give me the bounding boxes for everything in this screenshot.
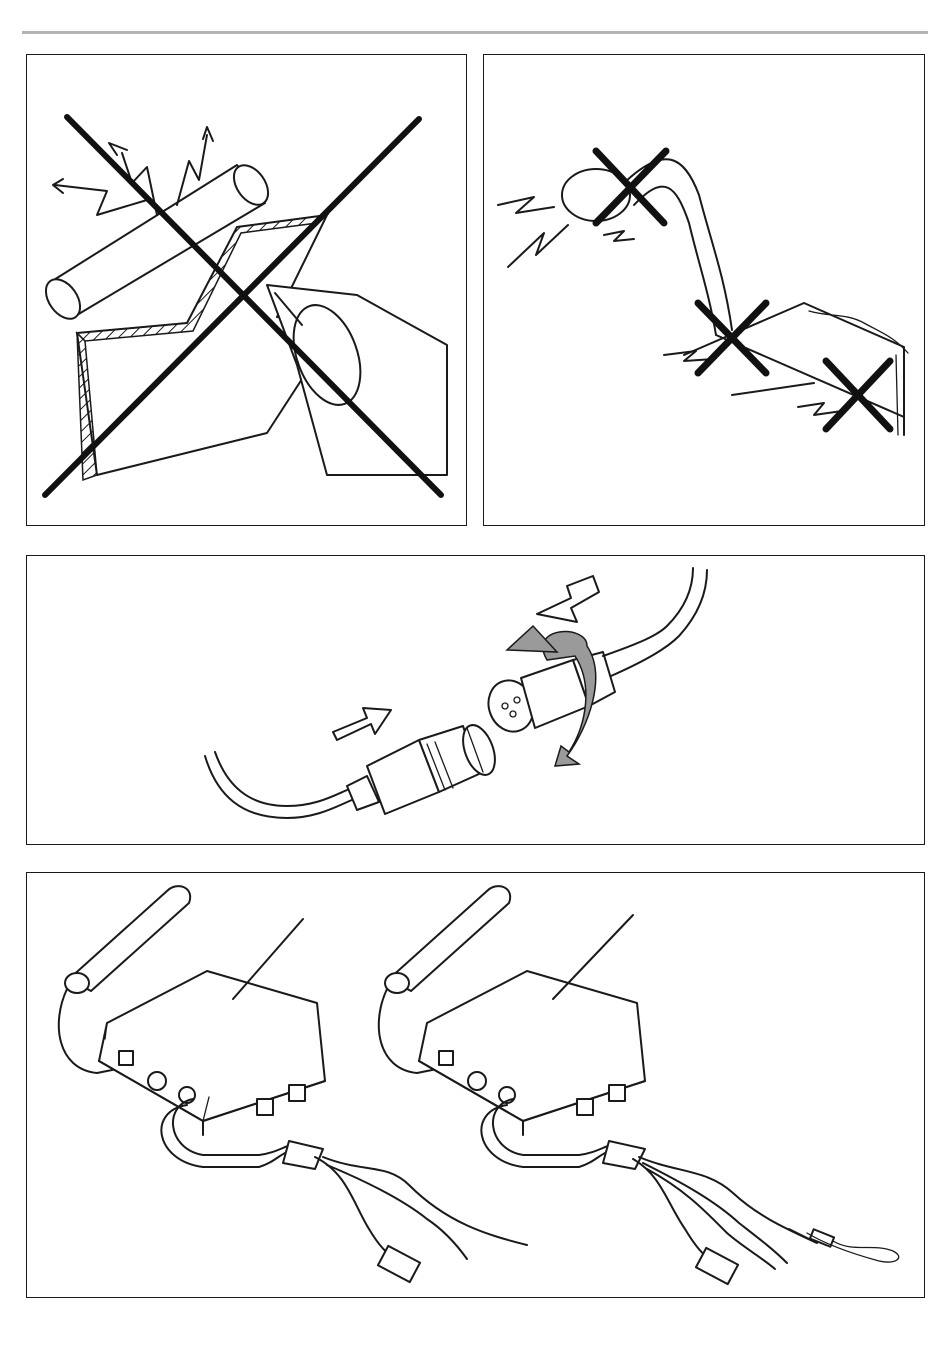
illustration-panel-cable-damage	[483, 54, 925, 526]
cable-damage-prohibited-icon	[484, 55, 925, 526]
illustration-panel-welding	[26, 54, 467, 526]
connector-screw-icon	[27, 556, 925, 845]
ais-unit-variants-icon	[27, 873, 925, 1298]
welding-prohibited-icon	[27, 55, 467, 526]
top-rule	[22, 31, 928, 34]
illustration-panel-units	[26, 872, 925, 1298]
unit-right-icon	[379, 886, 899, 1284]
illustration-panel-connector	[26, 555, 925, 845]
